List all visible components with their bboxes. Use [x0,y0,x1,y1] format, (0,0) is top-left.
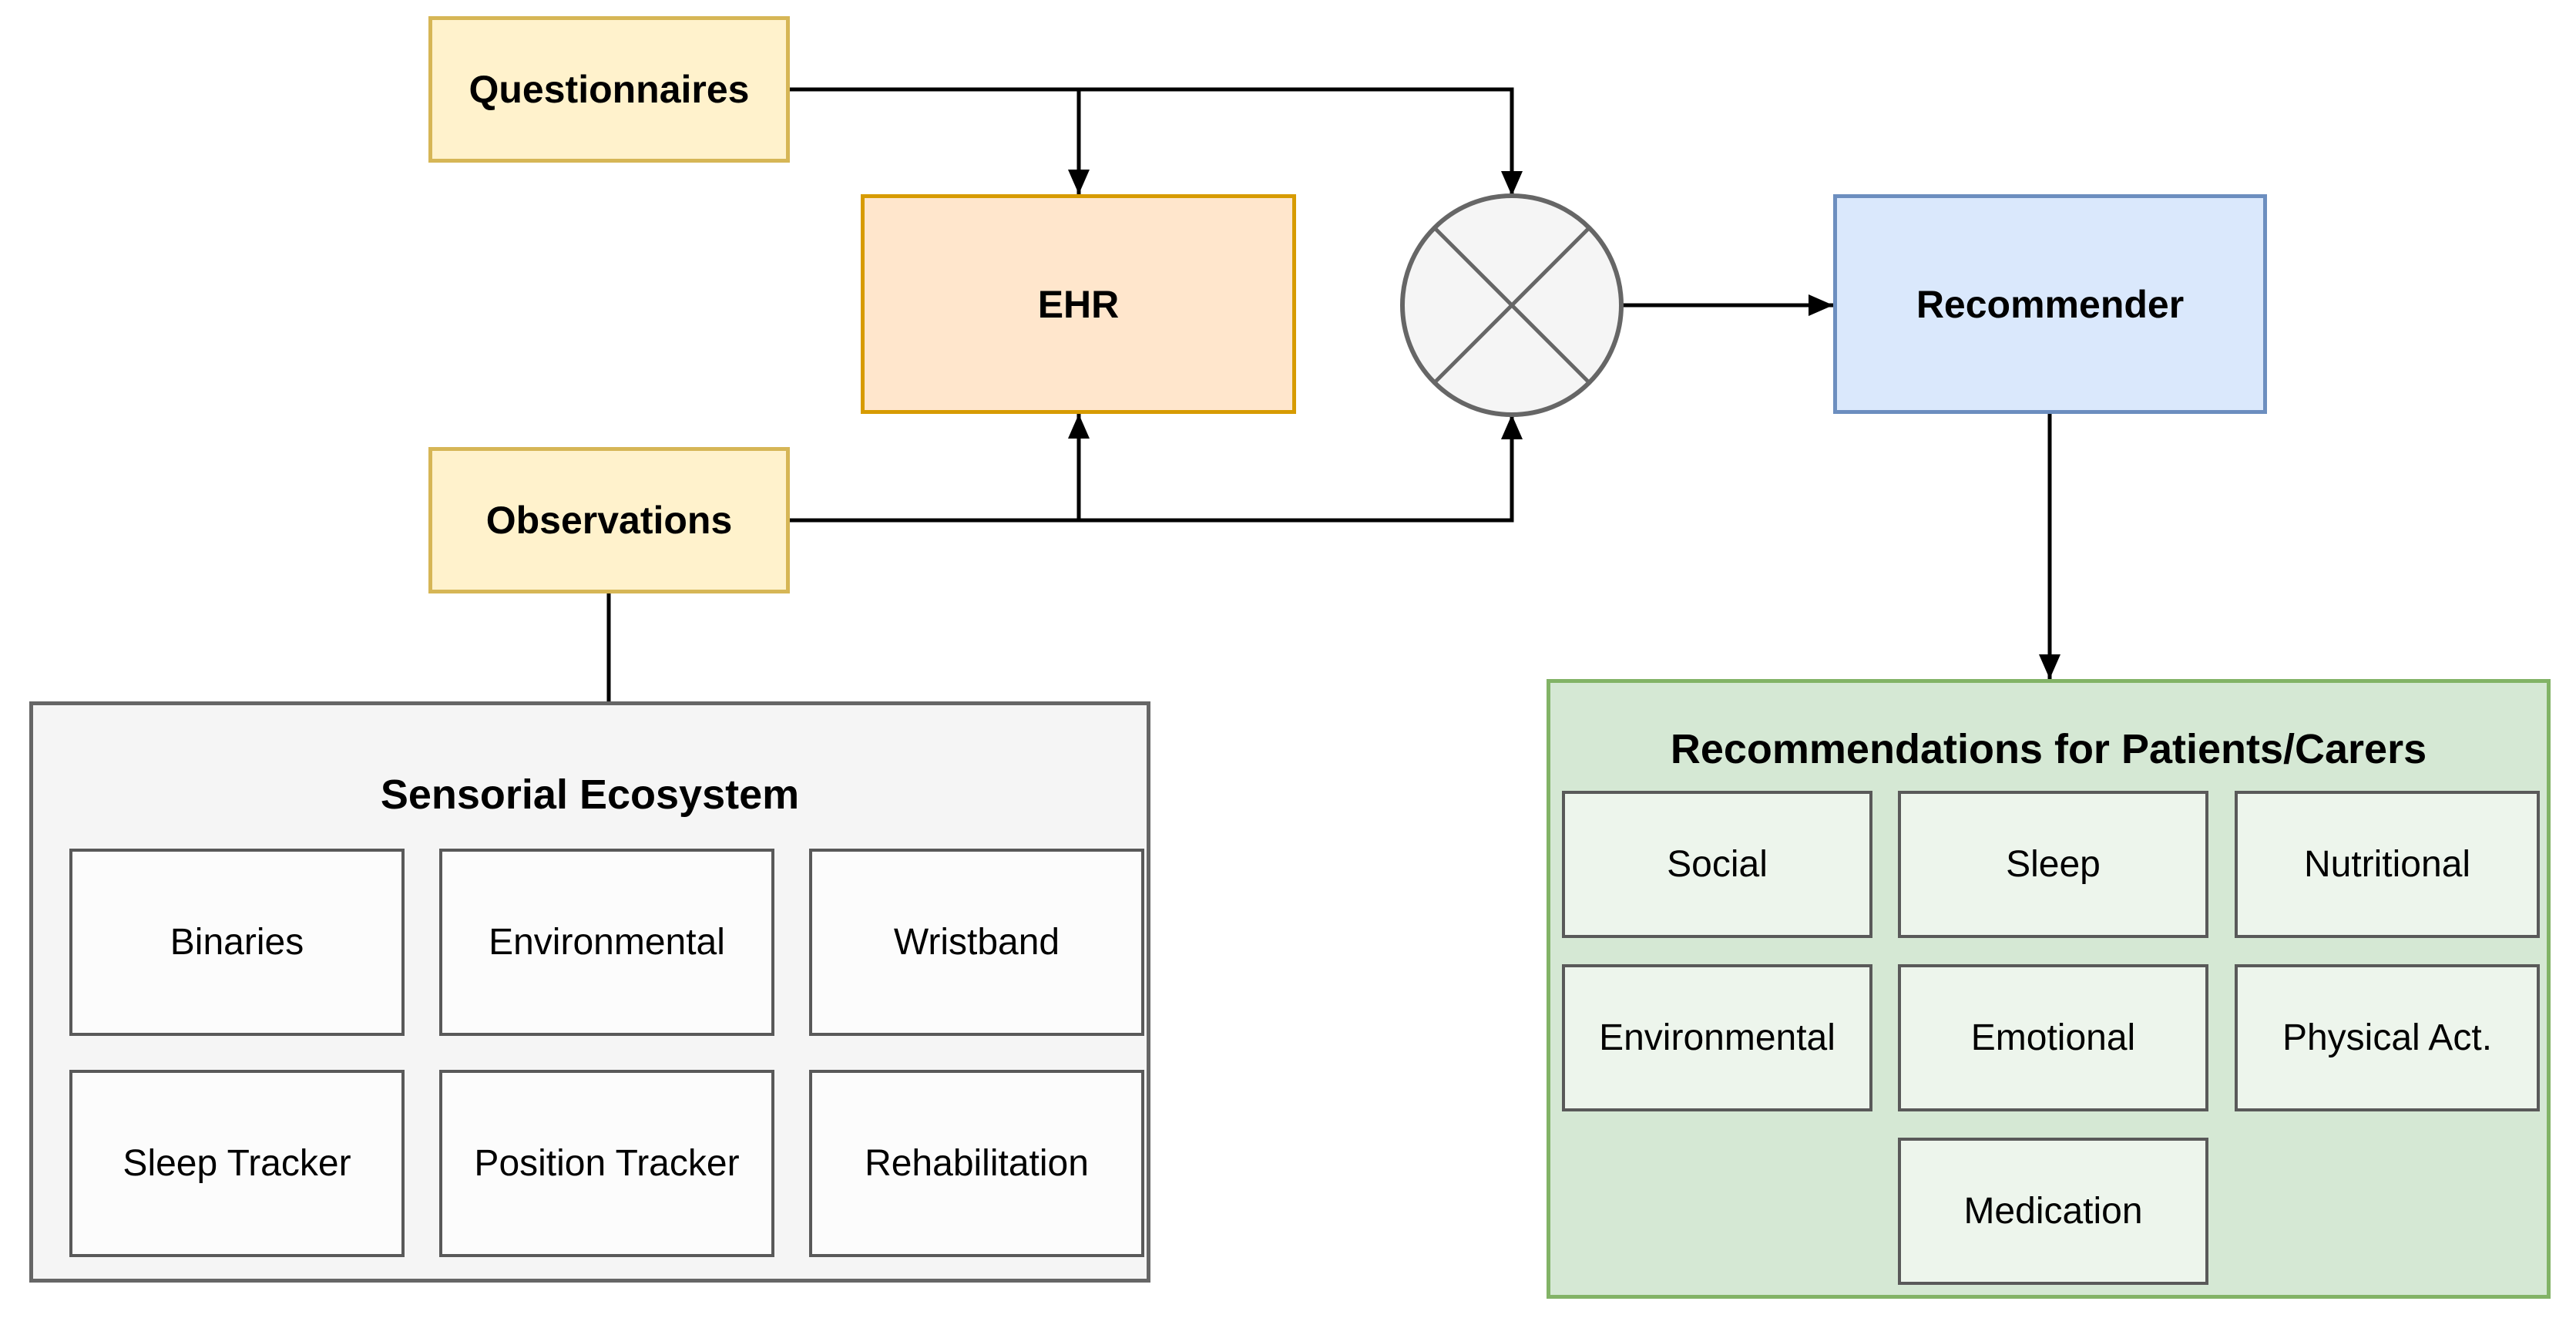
sensorial-ecosystem-title: Sensorial Ecosystem [380,772,800,818]
questionnaires-label: Questionnaires [469,68,750,111]
recommendation-box-social: Social [1562,791,1872,938]
recommendation-box-label: Emotional [1970,1017,2136,1058]
sensor-box-wristband: Wristband [809,849,1144,1036]
combiner-node [1400,193,1624,417]
sensor-box-label: Position Tracker [474,1143,740,1184]
edge-observations-to-combiner [790,415,1523,523]
observations-label: Observations [485,499,733,542]
sensor-box-rehabilitation: Rehabilitation [809,1070,1144,1257]
recommender-label: Recommender [1916,282,2185,326]
recommendation-box-emotional: Emotional [1898,964,2208,1111]
sensor-box-label: Binaries [170,922,304,963]
sensor-box-binaries: Binaries [69,849,405,1036]
sensor-box-label: Sleep Tracker [123,1143,351,1184]
recommendation-box-physical-act: Physical Act. [2235,964,2540,1111]
ehr-node: EHR [861,194,1296,414]
recommendation-box-label: Sleep [2006,844,2101,885]
recommendation-box-medication: Medication [1898,1138,2208,1285]
edge-questionnaires-to-combiner [790,87,1523,196]
recommendations-title: Recommendations for Patients/Carers [1670,726,2427,772]
recommendation-box-nutritional: Nutritional [2235,791,2540,938]
recommendation-box-label: Physical Act. [2282,1017,2493,1058]
combiner-cross-line-2 [1433,227,1590,384]
sensor-box-environmental: Environmental [439,849,774,1036]
recommendation-box-sleep: Sleep [1898,791,2208,938]
sensor-box-label: Rehabilitation [865,1143,1089,1184]
ehr-label: EHR [1037,282,1120,326]
sensor-box-label: Wristband [893,922,1060,963]
recommendation-box-label: Social [1667,844,1768,885]
recommendation-box-label: Nutritional [2303,844,2471,885]
recommendation-box-environmental: Environmental [1562,964,1872,1111]
observations-node: Observations [428,447,790,593]
sensor-box-label: Environmental [489,922,725,963]
sensor-box-position-tracker: Position Tracker [439,1070,774,1257]
recommender-node: Recommender [1833,194,2267,414]
recommendation-box-label: Medication [1963,1191,2143,1232]
recommendation-box-label: Environmental [1599,1017,1835,1058]
recommendations-container: Recommendations for Patients/Carers Soci… [1547,679,2551,1299]
questionnaires-node: Questionnaires [428,16,790,163]
sensor-box-sleep-tracker: Sleep Tracker [69,1070,405,1257]
sensorial-ecosystem-container: Sensorial Ecosystem Binaries Environment… [29,701,1150,1283]
